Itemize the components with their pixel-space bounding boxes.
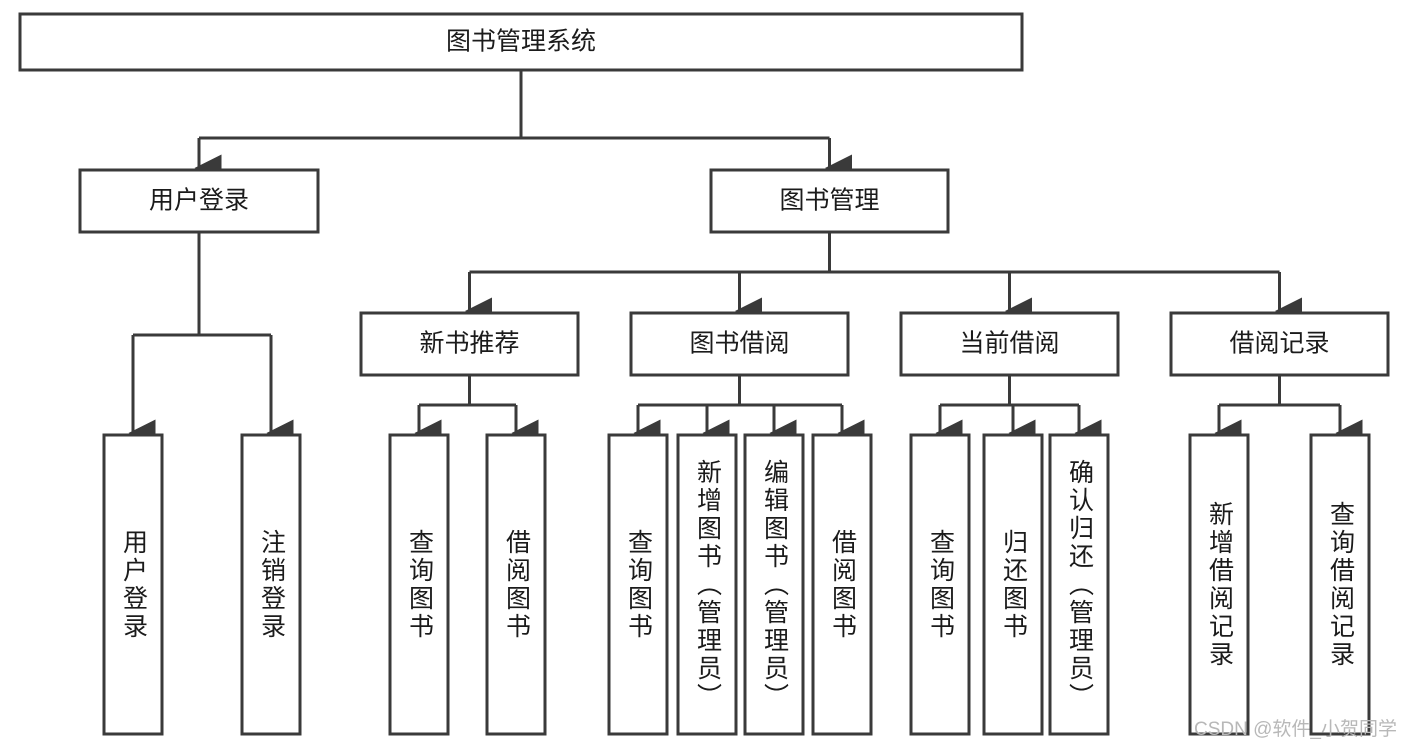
node-leaf-confirm-return[interactable]	[1048, 433, 1110, 736]
node-leaf-query-book-3[interactable]	[909, 433, 971, 736]
node-new-book-recommend-label: 新书推荐	[419, 330, 519, 358]
node-system-title-label: 图书管理系统	[446, 28, 596, 56]
node-current-borrow[interactable]: 当前借阅	[899, 311, 1120, 377]
node-system-title[interactable]: 图书管理系统	[18, 12, 1024, 72]
node-leaf-borrow-book-1[interactable]	[485, 433, 547, 736]
node-borrow-record-label: 借阅记录	[1229, 330, 1329, 358]
node-new-book-recommend[interactable]: 新书推荐	[359, 311, 580, 377]
node-book-management-label: 图书管理	[779, 187, 879, 215]
node-leaf-query-book-2[interactable]	[607, 433, 669, 736]
node-book-borrow-label: 图书借阅	[689, 330, 789, 358]
connector-layer	[128, 70, 1363, 447]
node-book-borrow[interactable]: 图书借阅	[629, 311, 850, 377]
node-leaf-borrow-book-2[interactable]	[811, 433, 873, 736]
node-leaf-logout[interactable]	[240, 433, 302, 736]
node-user-login[interactable]: 用户登录	[78, 168, 320, 234]
node-user-login-label: 用户登录	[149, 187, 249, 215]
node-leaf-add-book[interactable]	[676, 433, 738, 736]
node-leaf-edit-book[interactable]	[743, 433, 805, 736]
node-leaf-query-record[interactable]	[1309, 433, 1371, 736]
node-book-management[interactable]: 图书管理	[709, 168, 950, 234]
node-borrow-record[interactable]: 借阅记录	[1169, 311, 1390, 377]
node-leaf-return-book[interactable]	[982, 433, 1044, 736]
node-leaf-query-book-1[interactable]	[388, 433, 450, 736]
node-leaf-add-record[interactable]	[1188, 433, 1250, 736]
node-current-borrow-label: 当前借阅	[959, 330, 1059, 358]
node-leaf-user-login[interactable]	[102, 433, 164, 736]
